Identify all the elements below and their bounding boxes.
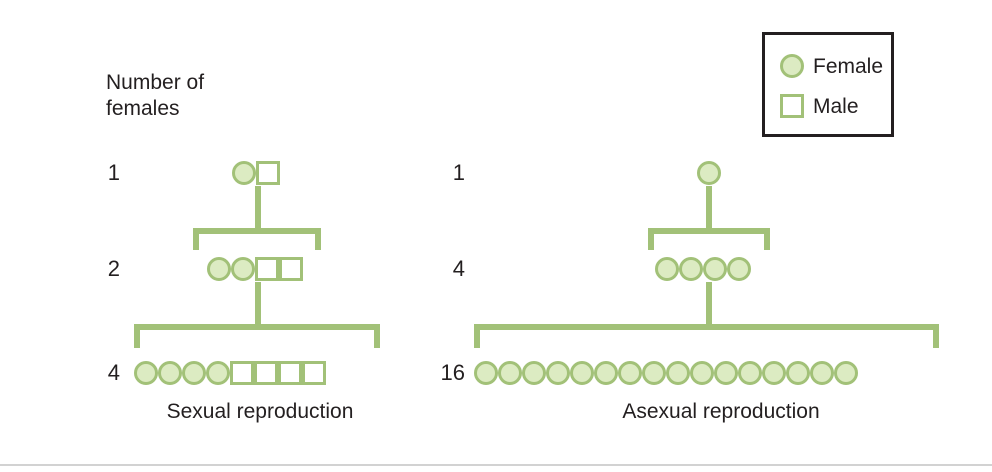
male-square-icon: [256, 161, 280, 185]
female-circle-icon: [690, 361, 714, 385]
female-circle-icon: [522, 361, 546, 385]
female-circle-icon: [666, 361, 690, 385]
legend-item-male: Male: [780, 86, 891, 126]
asexual-gen3-count: 16: [440, 360, 465, 385]
female-circle-icon: [679, 257, 703, 281]
asexual-connector-1-tick-left: [648, 228, 654, 250]
male-square-icon: [230, 361, 254, 385]
asexual-connector-1-stem: [706, 186, 712, 228]
asexual-connector-1-bar: [648, 228, 770, 234]
sexual-gen3-count: 4: [107, 360, 120, 385]
sexual-panel-caption: Sexual reproduction: [166, 400, 354, 423]
female-circle-icon: [498, 361, 522, 385]
female-circle-icon: [231, 257, 255, 281]
female-circle-icon: [642, 361, 666, 385]
asexual-connector-2-tick-right: [933, 324, 939, 348]
asexual-connector-2-stem: [706, 282, 712, 324]
male-square-icon: [254, 361, 278, 385]
male-square-icon: [279, 257, 303, 281]
legend-label-male: Male: [813, 94, 859, 118]
female-circle-icon: [780, 54, 804, 78]
sexual-generation-2-row: [207, 256, 303, 282]
sexual-connector-2-tick-right: [374, 324, 380, 348]
female-circle-icon: [727, 257, 751, 281]
sexual-connector-2-stem: [255, 282, 261, 324]
female-circle-icon: [703, 257, 727, 281]
asexual-generation-3-row: [474, 360, 858, 386]
female-circle-icon: [207, 257, 231, 281]
female-circle-icon: [206, 361, 230, 385]
female-circle-icon: [762, 361, 786, 385]
female-circle-icon: [810, 361, 834, 385]
female-circle-icon: [232, 161, 256, 185]
sexual-connector-1-tick-left: [193, 228, 199, 250]
sexual-generation-1-row: [232, 160, 280, 186]
asexual-generation-1-row: [697, 160, 721, 186]
sexual-connector-1-bar: [193, 228, 321, 234]
sexual-connector-2-bar: [134, 324, 380, 330]
bottom-divider: [0, 464, 992, 466]
asexual-connector-2-bar: [474, 324, 939, 330]
sexual-connector-1-stem: [255, 186, 261, 228]
female-circle-icon: [570, 361, 594, 385]
sexual-generation-3-row: [134, 360, 326, 386]
female-circle-icon: [714, 361, 738, 385]
asexual-connector-1-tick-right: [764, 228, 770, 250]
female-circle-icon: [618, 361, 642, 385]
female-circle-icon: [834, 361, 858, 385]
male-square-icon: [278, 361, 302, 385]
sexual-gen2-count: 2: [107, 256, 120, 281]
female-circle-icon: [134, 361, 158, 385]
male-square-icon: [302, 361, 326, 385]
asexual-panel-caption: Asexual reproduction: [622, 400, 820, 423]
male-square-icon: [780, 94, 804, 118]
female-circle-icon: [546, 361, 570, 385]
female-circle-icon: [474, 361, 498, 385]
female-circle-icon: [738, 361, 762, 385]
legend-item-female: Female: [780, 46, 891, 86]
asexual-generation-2-row: [655, 256, 751, 282]
female-circle-icon: [182, 361, 206, 385]
axis-title: Number of females: [106, 71, 205, 120]
asexual-gen1-count: 1: [452, 160, 465, 185]
male-square-icon: [255, 257, 279, 281]
female-circle-icon: [786, 361, 810, 385]
female-circle-icon: [697, 161, 721, 185]
asexual-gen2-count: 4: [452, 256, 465, 281]
legend: Female Male: [762, 32, 894, 137]
asexual-connector-2-tick-left: [474, 324, 480, 348]
sexual-gen1-count: 1: [107, 160, 120, 185]
female-circle-icon: [594, 361, 618, 385]
female-circle-icon: [158, 361, 182, 385]
sexual-connector-2-tick-left: [134, 324, 140, 348]
female-circle-icon: [655, 257, 679, 281]
legend-label-female: Female: [813, 54, 884, 78]
sexual-connector-1-tick-right: [315, 228, 321, 250]
